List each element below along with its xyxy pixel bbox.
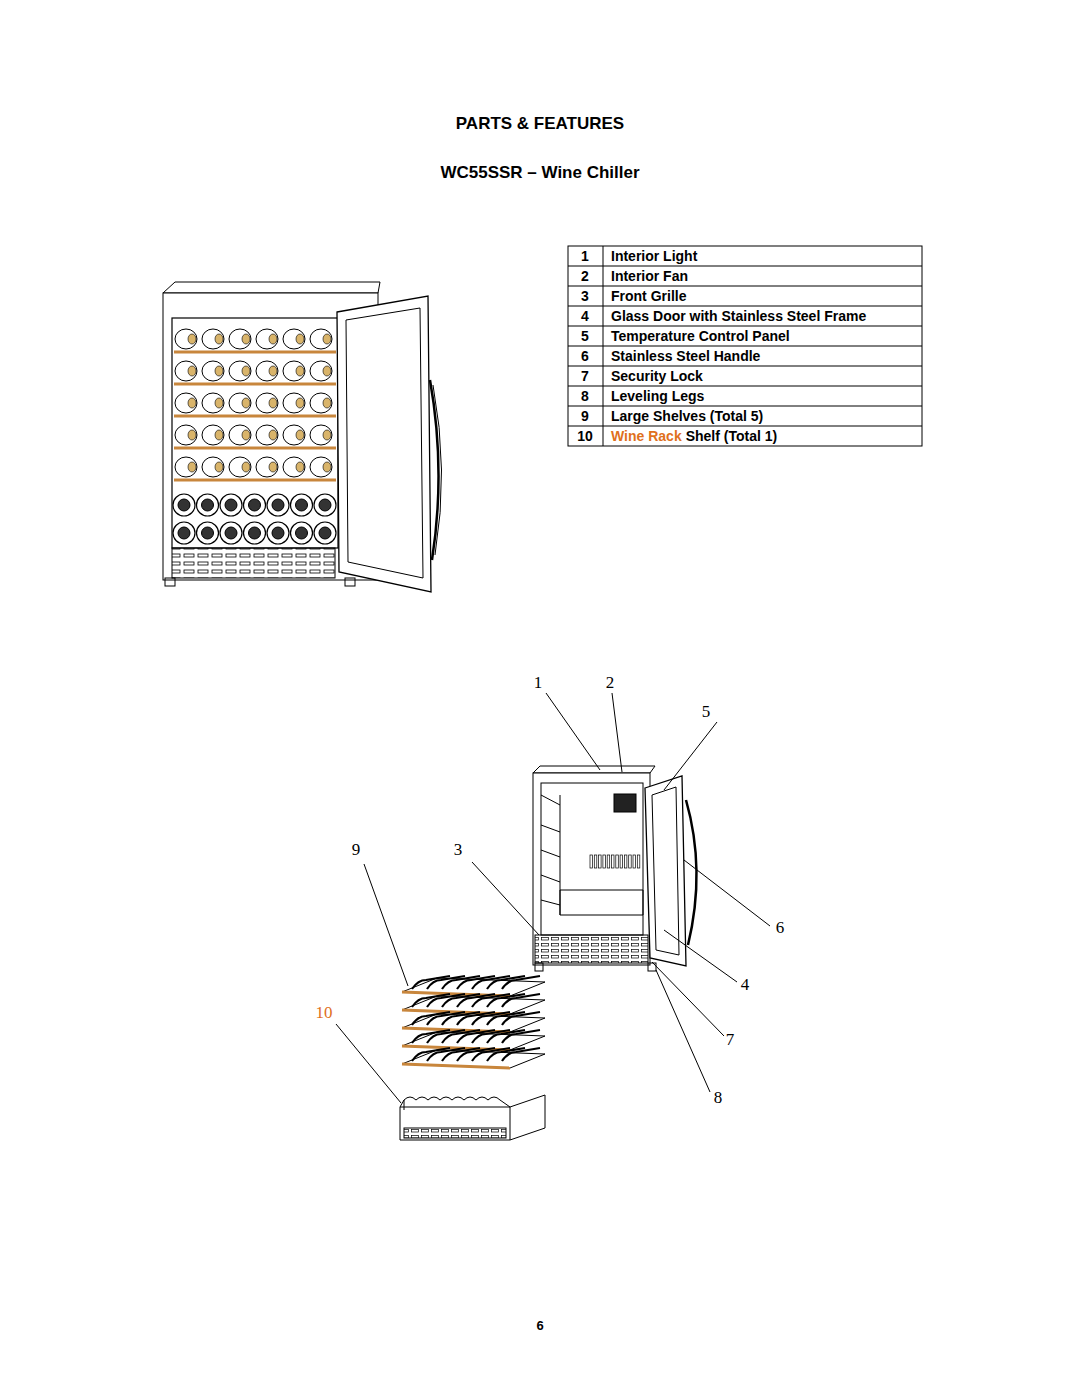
page-number: 6 xyxy=(536,1318,543,1333)
leader-lines xyxy=(336,693,770,1103)
table-cell: 8 xyxy=(581,388,589,404)
table-cell: 10 xyxy=(577,428,593,444)
callout-number: 6 xyxy=(776,918,785,938)
table-cell: Temperature Control Panel xyxy=(611,328,790,344)
callout-number: 5 xyxy=(702,702,711,722)
large-shelves xyxy=(402,976,545,1068)
table-cell: Interior Light xyxy=(611,248,697,264)
callout-number: 10 xyxy=(316,1003,333,1023)
table-cell: 9 xyxy=(581,408,589,424)
callout-number: 1 xyxy=(534,673,543,693)
table-cell: Leveling Legs xyxy=(611,388,704,404)
wine-rack-shelf xyxy=(400,1095,545,1140)
callout-number: 4 xyxy=(741,975,750,995)
callout-number: 2 xyxy=(606,673,615,693)
page-title: PARTS & FEATURES xyxy=(456,114,624,134)
table-cell: Front Grille xyxy=(611,288,686,304)
table-cell: Interior Fan xyxy=(611,268,688,284)
table-cell: 3 xyxy=(581,288,589,304)
callout-number: 3 xyxy=(454,840,463,860)
table-cell: 7 xyxy=(581,368,589,384)
callout-number: 8 xyxy=(714,1088,723,1108)
model-heading: WC55SSR – Wine Chiller xyxy=(440,163,639,183)
table-cell: 1 xyxy=(581,248,589,264)
wine-chiller-loaded xyxy=(163,282,442,592)
callout-number: 9 xyxy=(352,840,361,860)
callout-number: 7 xyxy=(726,1030,735,1050)
table-cell: 4 xyxy=(581,308,589,324)
table-cell: 2 xyxy=(581,268,589,284)
table-cell: Shelf (Total 1) xyxy=(686,428,778,444)
table-cell: Glass Door with Stainless Steel Frame xyxy=(611,308,866,324)
table-cell: Large Shelves (Total 5) xyxy=(611,408,763,424)
table-cell: Security Lock xyxy=(611,368,703,384)
table-cell: 6 xyxy=(581,348,589,364)
table-cell: Wine Rack xyxy=(611,428,682,444)
parts-table xyxy=(568,246,922,446)
table-cell: 5 xyxy=(581,328,589,344)
wine-chiller-empty xyxy=(533,766,697,971)
table-cell: Stainless Steel Handle xyxy=(611,348,760,364)
